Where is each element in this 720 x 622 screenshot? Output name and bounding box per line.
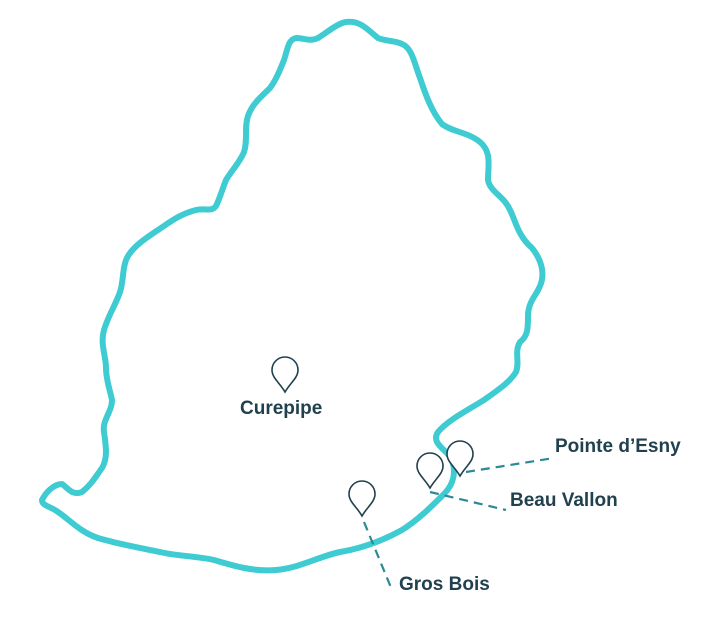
gros-bois-pin-icon[interactable] [348, 480, 376, 518]
beau-vallon-pin-icon[interactable] [416, 452, 444, 490]
location-label-pointe-desny[interactable]: Pointe d’Esny [555, 436, 681, 457]
island-coastline [39, 18, 546, 574]
leader-line-beau-vallon [429, 490, 507, 512]
location-label-beau-vallon[interactable]: Beau Vallon [510, 490, 618, 511]
pointe-desny-pin-icon[interactable] [446, 440, 474, 478]
location-label-curepipe[interactable]: Curepipe [240, 398, 322, 419]
leader-line-gros-bois [362, 521, 394, 591]
leader-line-pointe-desny [465, 456, 555, 474]
location-label-gros-bois[interactable]: Gros Bois [399, 574, 490, 595]
curepipe-pin-icon[interactable] [271, 356, 299, 394]
